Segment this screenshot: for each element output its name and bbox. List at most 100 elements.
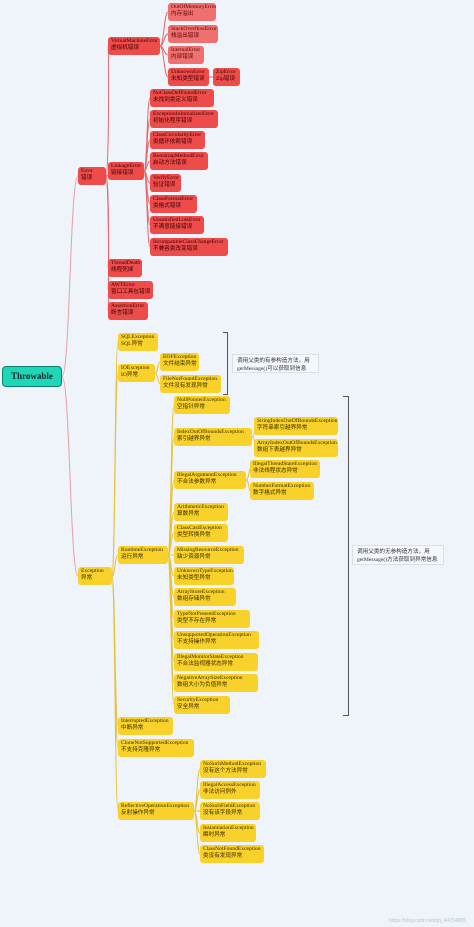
node-error-cn: 错误 [81,175,93,181]
node-string-index-out-of-bounds-exception-en: StringIndexOutOfBoundsException [257,418,338,424]
node-interrupted-exception-en: InterruptedException [121,718,169,724]
node-null-pointer-exception-cn: 空指针异常 [177,404,205,410]
node-class-not-found-exception-cn: 类没有发现异常 [203,853,243,859]
node-interrupted-exception-cn: 中断异常 [121,725,144,731]
link-exception [61,376,79,577]
node-number-format-exception-en: NumberFormatException [253,483,311,489]
node-awt-error-en: AWTError [111,282,136,288]
node-arithmetic-exception-cn: 算数异常 [177,511,200,517]
node-exception-in-initializer-error-cn: 初始化程序错误 [153,118,193,124]
link-illegal-access-exception [193,789,201,812]
note-checked-exceptions: 调用父类的有参构造方法，用getMessage()可以获取到信息 [232,354,319,373]
node-internal-error-en: InternalError [171,47,201,53]
node-sql-exception-en: SQLException [121,334,155,340]
node-unknown-type-exception-cn: 未知类型异常 [177,575,211,581]
node-virtual-machine-error-cn: 虚拟机错误 [111,45,139,51]
node-reflective-operation-exception-en: ReflectiveOperationException [121,803,190,809]
node-illegal-access-exception-en: IllegalAccessException [203,782,256,788]
node-class-format-error-en: ClassFormatError [153,196,194,202]
node-file-not-found-exception-en: FileNotFoundException [163,376,218,382]
node-unsupported-operation-exception-cn: 不支持操作异常 [177,639,217,645]
link-security-exception [167,554,175,706]
watermark: https://blog.csdn.net/qq_44754985 [389,918,466,924]
node-assertion-error-en: AssertionError [111,303,145,309]
node-unknown-type-exception-en: UnknownTypeException [177,568,233,574]
node-exception-en: Exception [81,568,104,574]
node-illegal-thread-state-exception-en: IllegalThreadStateException [253,461,317,467]
node-instantiation-exception-en: InstantiationException [203,825,254,831]
node-illegal-argument-exception-en: IllegalArgumentException [177,472,237,478]
root-node-throwable[interactable]: Throwable [2,366,62,387]
node-bootstrap-method-error-cn: 启动方法错误 [153,160,187,166]
link-reflective-operation-exception [111,575,119,812]
node-linkage-error-en: LinkageError [111,163,142,169]
node-class-cast-exception-cn: 类型转换异常 [177,532,211,538]
node-exception-in-initializer-error-en: ExceptionInInitializerError [153,111,214,117]
node-no-class-def-found-error-en: NoClassDefFoundError [153,90,207,96]
node-security-exception-en: SecurityException [177,697,219,703]
node-array-index-out-of-bounds-exception-en: ArrayIndexOutOfBoundsException [257,440,337,446]
node-zip-error-cn: Zip错误 [216,76,235,82]
node-illegal-monitor-state-exception-en: IllegalMonitorStateException [177,654,244,660]
node-verify-error-cn: 验证错误 [153,182,176,188]
node-eof-exception-en: EOFException [163,354,197,360]
link-io-exception [111,372,119,577]
node-no-such-method-exception-en: NoSuchMethodException [203,761,262,767]
node-array-store-exception-cn: 数组存储异常 [177,596,211,602]
link-runtime-exception [111,554,119,577]
node-type-not-present-exception-en: TypeNotPresentException [177,611,236,617]
node-sql-exception-cn: SQL异常 [121,341,143,347]
node-type-not-present-exception-cn: 类型不存在异常 [177,618,217,624]
